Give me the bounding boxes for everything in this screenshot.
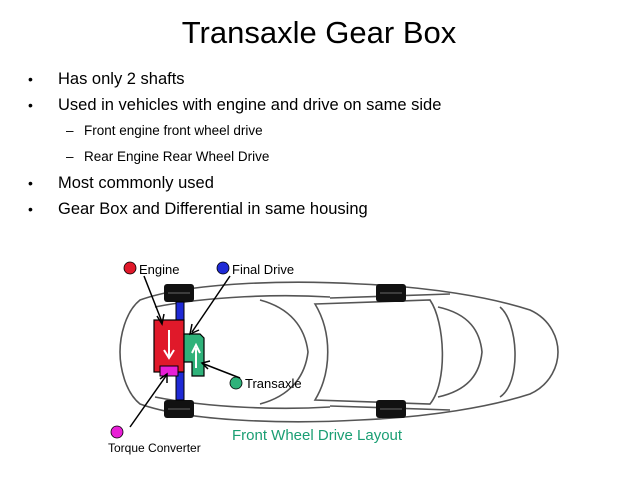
final-drive-pointer — [191, 275, 231, 333]
engine-label: Engine — [139, 262, 179, 277]
wheels — [164, 284, 406, 418]
sub-bullet-item: –Rear Engine Rear Wheel Drive — [28, 144, 628, 170]
bullet-item: • Used in vehicles with engine and drive … — [28, 92, 628, 118]
torque-converter-pointer — [129, 375, 167, 428]
torque-converter-block — [159, 365, 179, 377]
bullet-text: Most commonly used — [58, 174, 214, 192]
transaxle-pointer — [203, 363, 241, 379]
final-drive-label: Final Drive — [232, 262, 294, 277]
windshield — [259, 299, 309, 405]
dash-icon: – — [66, 149, 74, 164]
pointer-lines — [129, 275, 241, 428]
rear-window — [437, 306, 483, 398]
bullet-item: • Has only 2 shafts — [28, 66, 628, 92]
torque-converter-dot — [110, 425, 124, 439]
bullet-icon: • — [28, 71, 33, 87]
final-drive-pointer-head — [188, 323, 200, 336]
final-drive-dot — [216, 261, 230, 275]
sub-bullet-text: Front engine front wheel drive — [84, 123, 263, 138]
transaxle-label: Transaxle — [245, 376, 302, 391]
slide-title: Transaxle Gear Box — [181, 15, 457, 50]
power-flow-arrow — [191, 342, 201, 368]
transaxle-housing — [183, 333, 205, 377]
diagram-caption: Front Wheel Drive Layout — [232, 427, 403, 444]
bullet-icon: • — [28, 97, 33, 113]
bullet-item: • Most commonly used — [28, 170, 628, 196]
hood-line-top — [154, 294, 331, 308]
car-body — [119, 281, 559, 423]
transaxle-dot — [229, 376, 243, 390]
engine-pointer — [143, 275, 163, 323]
trunk-line — [499, 306, 516, 398]
bullet-item: • Gear Box and Differential in same housi… — [28, 196, 628, 222]
drivetrain — [153, 301, 205, 401]
sub-bullet-item: –Front engine front wheel drive — [28, 118, 628, 144]
bullet-text: Gear Box and Differential in same housin… — [58, 200, 368, 218]
sub-bullet-text: Rear Engine Rear Wheel Drive — [84, 149, 270, 164]
engine-dot — [123, 261, 137, 275]
engine-arrow — [163, 330, 175, 360]
front-wheel-drive-diagram: Engine Final Drive Transaxle Torque Conv… — [108, 261, 559, 455]
bullet-icon: • — [28, 201, 33, 217]
bullet-text: Has only 2 shafts — [58, 70, 185, 88]
bullet-icon: • — [28, 175, 33, 191]
roof — [313, 299, 444, 405]
torque-converter-label: Torque Converter — [108, 441, 201, 455]
torque-converter-pointer-head — [159, 372, 168, 383]
transaxle-pointer-head — [200, 360, 211, 370]
bullet-text: Used in vehicles with engine and drive o… — [58, 96, 442, 114]
dash-icon: – — [66, 123, 74, 138]
engine-pointer-head — [156, 313, 165, 326]
bullet-list: • Has only 2 shafts • Used in vehicles wit… — [28, 66, 628, 222]
